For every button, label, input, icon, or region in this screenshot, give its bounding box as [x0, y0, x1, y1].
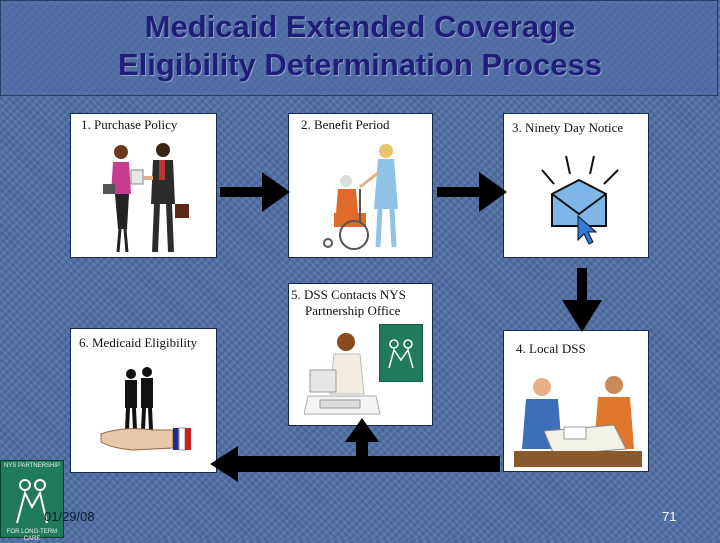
- slide-title-line2: Eligibility Determination Process: [117, 47, 603, 82]
- slide-number: 71: [662, 509, 677, 524]
- step-6-panel: 6. Medicaid Eligibility: [70, 328, 217, 473]
- arrow-right-1-to-2-icon: [220, 172, 290, 212]
- step-1-label: 1. Purchase Policy: [81, 117, 178, 132]
- footer-date: 01/29/08: [44, 509, 95, 524]
- step-5-label-line1: 5. DSS Contacts NYS: [291, 287, 406, 302]
- nys-partnership-logo: NYS PARTNERSHIP FOR LONG-TERM CARE: [0, 460, 64, 542]
- helping-hand-illustration: [100, 367, 191, 451]
- wheelchair-illustration: [323, 144, 398, 250]
- partnership-logo-icon: [379, 324, 423, 382]
- title-bar: [0, 0, 718, 96]
- logo-bottom-text: FOR LONG-TERM CARE: [6, 529, 58, 542]
- slide-title: Medicaid Extended Coverage Eligibility D…: [0, 8, 720, 84]
- step-3-panel: 3. Ninety Day Notice: [503, 113, 649, 258]
- partnership-figures-icon: [16, 479, 48, 524]
- step-5-label-line2: Partnership Office: [305, 303, 401, 318]
- step-4-panel: 4. Local DSS: [503, 330, 649, 472]
- step-2-label: 2. Benefit Period: [301, 117, 390, 132]
- logo-top-text: NYS PARTNERSHIP: [3, 463, 61, 469]
- step-2-panel: 2. Benefit Period: [288, 113, 433, 258]
- arrow-left-to-6-icon: [210, 446, 500, 482]
- step-1-panel: 1. Purchase Policy: [70, 113, 217, 258]
- arrow-down-3-to-4-icon: [562, 268, 602, 332]
- step-3-label: 3. Ninety Day Notice: [512, 120, 624, 135]
- meeting-illustration: [514, 376, 642, 467]
- envelope-icon: [541, 155, 619, 245]
- handshake-illustration: [103, 143, 189, 253]
- step-6-label: 6. Medicaid Eligibility: [79, 335, 198, 350]
- step-5-panel: 5. DSS Contacts NYS Partnership Office: [288, 283, 433, 426]
- office-worker-illustration: [304, 333, 381, 415]
- step-4-label: 4. Local DSS: [516, 341, 586, 356]
- arrow-right-2-to-3-icon: [437, 172, 507, 212]
- slide-title-line1: Medicaid Extended Coverage: [144, 9, 576, 44]
